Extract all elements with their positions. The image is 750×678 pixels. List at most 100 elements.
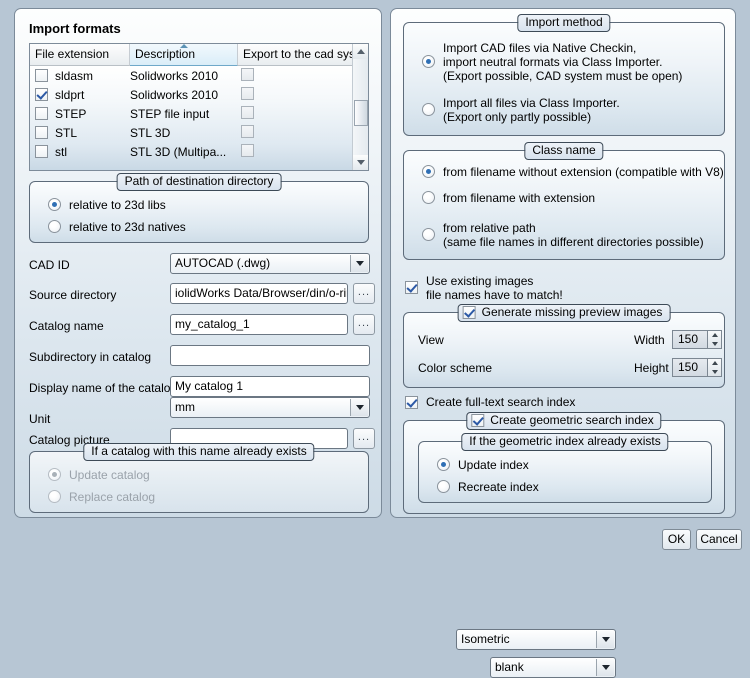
radio-from-filename-with-extension[interactable]: from filename with extension — [422, 191, 595, 205]
view-combo[interactable]: Isometric — [456, 629, 616, 650]
subdirectory-in-catalog-input[interactable] — [170, 345, 370, 366]
chevron-down-icon[interactable] — [711, 341, 718, 346]
catalog-name-input[interactable]: my_catalog_1 — [170, 314, 348, 335]
cancel-button[interactable]: Cancel — [696, 529, 742, 550]
cell-export — [238, 67, 354, 84]
scrollbar-thumb[interactable] — [354, 100, 368, 126]
radio-replace-catalog[interactable]: Replace catalog — [48, 490, 155, 504]
checkbox-create-fulltext-search-index[interactable]: Create full-text search index — [405, 395, 575, 409]
ok-button[interactable]: OK — [662, 529, 691, 550]
radio-icon — [48, 468, 61, 481]
checkbox-icon[interactable] — [241, 124, 254, 138]
import-formats-table[interactable]: File extension Description Export to the… — [29, 43, 369, 171]
radio-icon — [437, 480, 450, 493]
checkbox-label: Create full-text search index — [426, 395, 576, 409]
checkbox-use-existing-images[interactable]: Use existing images file names have to m… — [405, 274, 563, 302]
chevron-down-icon[interactable] — [596, 659, 614, 676]
group-title-label: Create geometric search index — [490, 413, 654, 427]
checkbox-icon[interactable] — [462, 306, 476, 319]
class-name-group: Class name from filename without extensi… — [403, 142, 725, 350]
radio-import-all-via-class-importer[interactable]: Import all files via Class Importer. (Ex… — [422, 96, 620, 124]
sort-ascending-icon — [179, 44, 188, 48]
radio-from-filename-without-extension[interactable]: from filename without extension (compati… — [422, 165, 724, 179]
radio-icon — [48, 490, 61, 503]
source-directory-input[interactable]: iolidWorks Data/Browser/din/o-rings — [170, 283, 348, 304]
display-name-input[interactable]: My catalog 1 — [170, 376, 370, 397]
checkbox-icon[interactable] — [35, 88, 48, 101]
scroll-down-button[interactable] — [353, 155, 368, 170]
cell-file-extension: sldprt — [55, 87, 85, 102]
radio-icon — [422, 103, 435, 116]
import-method-group: Import method Import CAD files via Nativ… — [403, 14, 725, 136]
column-header-description[interactable]: Description — [130, 44, 238, 66]
chevron-up-icon[interactable] — [711, 333, 718, 338]
checkbox-icon[interactable] — [241, 67, 254, 81]
radio-recreate-index[interactable]: Recreate index — [437, 480, 539, 494]
catalog-picture-browse-button[interactable]: ... — [353, 428, 375, 449]
radio-icon — [422, 165, 435, 178]
checkbox-icon[interactable] — [241, 86, 254, 100]
label-subdirectory-in-catalog: Subdirectory in catalog — [29, 350, 152, 364]
label-catalog-name: Catalog name — [29, 319, 104, 333]
radio-update-catalog[interactable]: Update catalog — [48, 468, 150, 482]
column-header-file-extension[interactable]: File extension — [30, 44, 130, 66]
chevron-up-icon — [356, 49, 365, 54]
width-stepper[interactable]: 150 — [672, 330, 722, 349]
radio-relative-to-23d-libs[interactable]: relative to 23d libs — [48, 198, 166, 212]
source-directory-browse-button[interactable]: ... — [353, 283, 375, 304]
option-line: (Export possible, CAD system must be ope… — [443, 69, 683, 83]
radio-import-via-native-checkin[interactable]: Import CAD files via Native Checkin, imp… — [422, 41, 682, 83]
catalog-name-browse-button[interactable]: ... — [353, 314, 375, 335]
column-header-export-to-cad-system[interactable]: Export to the cad system — [238, 44, 354, 66]
path-of-destination-directory-group: Path of destination directory relative t… — [29, 173, 369, 243]
color-scheme-combo[interactable]: blank — [490, 657, 616, 678]
table-scrollbar[interactable] — [352, 44, 368, 170]
geometric-index-title[interactable]: Create geometric search index — [466, 412, 662, 430]
checkbox-icon[interactable] — [35, 126, 48, 139]
checkbox-icon[interactable] — [471, 414, 485, 427]
chevron-down-icon[interactable] — [350, 399, 368, 416]
label-cad-id: CAD ID — [29, 258, 70, 272]
checkbox-icon[interactable] — [35, 69, 48, 82]
cad-id-value: AUTOCAD (.dwg) — [175, 256, 271, 270]
option-line: Use existing images — [426, 274, 534, 288]
table-header-row: File extension Description Export to the… — [30, 44, 368, 66]
chevron-up-icon[interactable] — [711, 361, 718, 366]
unit-value: mm — [175, 400, 195, 414]
if-catalog-exists-group: If a catalog with this name already exis… — [29, 443, 369, 513]
cad-id-combo[interactable]: AUTOCAD (.dwg) — [170, 253, 370, 274]
height-stepper[interactable]: 150 — [672, 358, 722, 377]
radio-from-relative-path[interactable]: from relative path (same file names in d… — [422, 221, 704, 249]
checkbox-icon[interactable] — [241, 105, 254, 119]
cell-export — [238, 124, 354, 141]
radio-relative-to-23d-natives[interactable]: relative to 23d natives — [48, 220, 186, 234]
stepper-buttons[interactable] — [707, 330, 722, 349]
cell-extension-group: sldprt — [30, 88, 130, 102]
checkbox-icon[interactable] — [241, 143, 254, 157]
radio-label: from filename without extension (compati… — [443, 165, 724, 179]
unit-combo[interactable]: mm — [170, 397, 370, 418]
generate-preview-images-title[interactable]: Generate missing preview images — [457, 304, 671, 322]
radio-update-index[interactable]: Update index — [437, 458, 529, 472]
chevron-down-icon[interactable] — [596, 631, 614, 648]
scroll-up-button[interactable] — [353, 44, 368, 59]
radio-icon — [48, 198, 61, 211]
chevron-down-icon[interactable] — [711, 369, 718, 374]
label-height: Height — [634, 361, 669, 375]
chevron-down-icon[interactable] — [350, 255, 368, 272]
checkbox-icon[interactable] — [35, 107, 48, 120]
import-formats-panel: Import formats File extension Descriptio… — [14, 8, 382, 518]
checkbox-icon — [405, 281, 418, 294]
import-method-title: Import method — [517, 14, 611, 32]
radio-label: Update catalog — [69, 468, 150, 482]
stepper-buttons[interactable] — [707, 358, 722, 377]
option-line: Import CAD files via Native Checkin, — [443, 41, 637, 55]
radio-label: Recreate index — [458, 480, 539, 494]
checkbox-icon[interactable] — [35, 145, 48, 158]
